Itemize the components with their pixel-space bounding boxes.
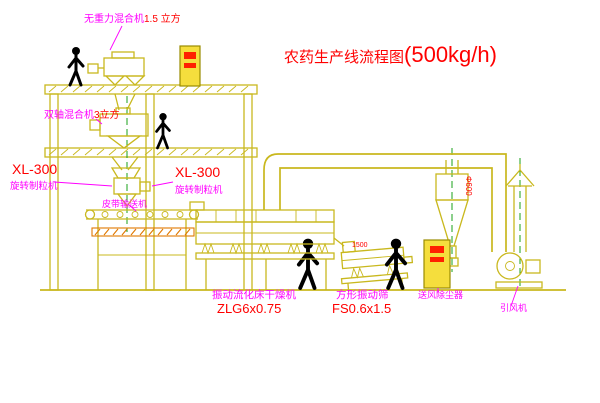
worker-icon bbox=[155, 111, 171, 150]
chimney-drawing bbox=[505, 164, 535, 252]
exhaust-duct-drawing bbox=[263, 153, 507, 252]
duster-label: 送风除尘器 bbox=[418, 289, 463, 300]
dryer-model-label: ZLG6x0.75 bbox=[217, 301, 281, 316]
granulator-left-name-label: 旋转制粒机 bbox=[10, 180, 58, 192]
cyclone-diameter-label: Φ600 bbox=[464, 176, 473, 196]
fan-label: 引风机 bbox=[500, 302, 527, 313]
screen-name-label: 方形振动筛 bbox=[336, 288, 389, 301]
mixer1-label: 无重力混合机1.5 立方 bbox=[84, 12, 181, 25]
vibrating-screen-drawing bbox=[340, 240, 414, 293]
control-cabinet bbox=[179, 45, 201, 87]
cyclone-drawing bbox=[435, 160, 469, 267]
leader-lines bbox=[53, 25, 519, 307]
mixer2-label: 双轴混合机3立方 bbox=[44, 108, 120, 121]
conveyor-label: 皮带输送机 bbox=[102, 198, 147, 209]
dust-collector-cabinet bbox=[423, 239, 451, 289]
induced-draft-fan-drawing bbox=[495, 252, 543, 289]
belt-conveyor-drawing bbox=[84, 209, 200, 290]
worker-icon bbox=[296, 236, 320, 290]
dryer-name-label: 振动流化床干燥机 bbox=[212, 288, 296, 301]
fluid-bed-dryer-drawing bbox=[189, 201, 345, 290]
diagram-title: 农药生产线流程图(500kg/h) bbox=[284, 42, 497, 67]
granulator-mid-model-label: XL-300 bbox=[175, 164, 220, 180]
gravity-mixer-drawing bbox=[87, 51, 146, 111]
centerlines bbox=[126, 96, 521, 290]
worker-icon bbox=[67, 45, 85, 87]
granulator-drawing bbox=[110, 156, 151, 208]
granulator-mid-name-label: 旋转制粒机 bbox=[175, 184, 223, 196]
screen-model-label: FS0.6x1.5 bbox=[332, 301, 391, 316]
building-frame bbox=[44, 84, 258, 291]
biaxial-mixer-drawing bbox=[89, 107, 149, 149]
granulator-left-model-label: XL-300 bbox=[12, 161, 57, 177]
screen-dimension-label: 1500 bbox=[352, 242, 368, 249]
